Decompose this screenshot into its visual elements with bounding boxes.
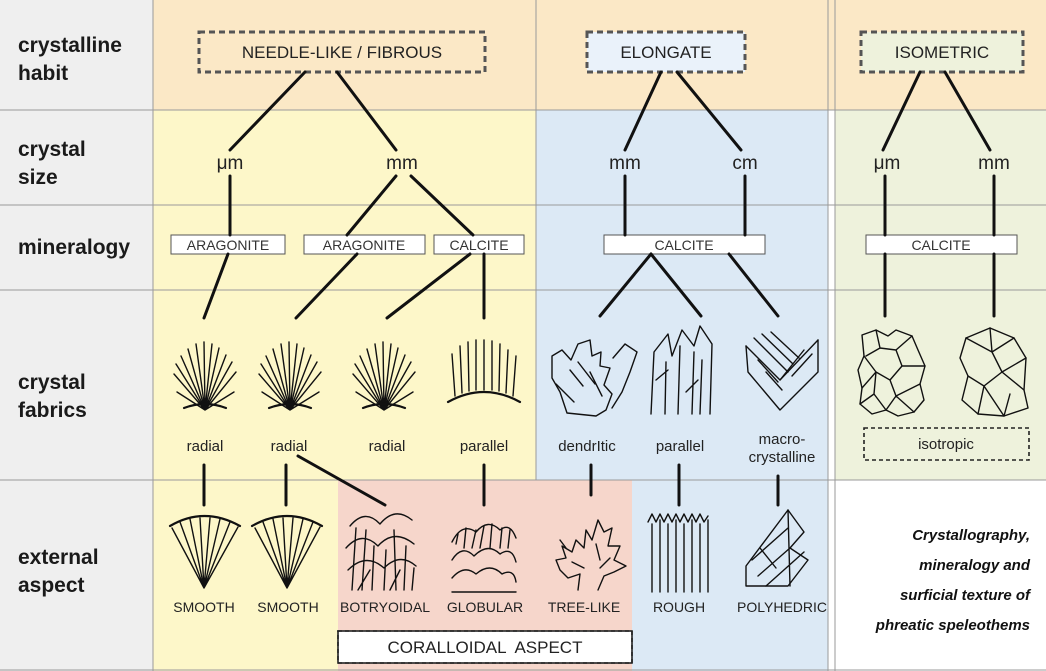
habit-needle-label: NEEDLE-LIKE / FIBROUS xyxy=(242,43,442,62)
size-needle-mm: mm xyxy=(386,153,418,174)
elongate-aspect-area xyxy=(632,480,828,671)
fabric-label-isotropic: isotropic xyxy=(918,436,974,453)
fabric-label-parallel-1: parallel xyxy=(460,438,508,455)
aspect-label-tree-like: TREE-LIKE xyxy=(548,599,620,615)
row-label-size-1: crystal xyxy=(18,138,86,161)
mineral-label-5: CALCITE xyxy=(911,237,970,253)
size-iso-mm: mm xyxy=(978,153,1010,174)
isometric-column xyxy=(835,110,1046,480)
aspect-label-botryoidal: BOTRYOIDAL xyxy=(340,599,430,615)
aspect-label-smooth-2: SMOOTH xyxy=(257,599,318,615)
coralloidal-label: CORALLOIDAL ASPECT xyxy=(388,638,583,657)
fabric-label-radial-1: radial xyxy=(187,438,224,455)
fabric-label-radial-2: radial xyxy=(271,438,308,455)
mineral-label-1: ARAGONITE xyxy=(187,237,269,253)
row-label-aspect-2: aspect xyxy=(18,574,85,597)
row-label-aspect-1: external xyxy=(18,546,99,569)
size-elongate-cm: cm xyxy=(732,153,757,174)
aspect-label-polyhedric: POLYHEDRIC xyxy=(737,599,827,615)
fabric-label-radial-3: radial xyxy=(369,438,406,455)
row-label-fabrics-1: crystal xyxy=(18,371,86,394)
row-label-fabrics-2: fabrics xyxy=(18,399,87,422)
aspect-label-smooth-1: SMOOTH xyxy=(173,599,234,615)
size-needle-um: μm xyxy=(217,153,244,174)
mineral-label-2: ARAGONITE xyxy=(323,237,405,253)
label-column xyxy=(0,0,153,671)
fabric-label-dendritic: dendrItic xyxy=(558,438,616,455)
row-label-habit-2: habit xyxy=(18,62,68,85)
size-elongate-mm: mm xyxy=(609,153,641,174)
aspect-label-globular: GLOBULAR xyxy=(447,599,523,615)
mineral-label-4: CALCITE xyxy=(654,237,713,253)
habit-isometric-label: ISOMETRIC xyxy=(895,43,989,62)
fabric-label-parallel-2: parallel xyxy=(656,438,704,455)
elongate-column xyxy=(536,110,828,480)
mineral-label-3: CALCITE xyxy=(449,237,508,253)
caption-line-1: Crystallography, xyxy=(912,527,1030,544)
caption-line-4: phreatic speleothems xyxy=(875,617,1030,634)
caption-line-2: mineralogy and xyxy=(919,557,1031,574)
aspect-label-rough: ROUGH xyxy=(653,599,705,615)
size-iso-um: μm xyxy=(874,153,901,174)
caption-line-3: surficial texture of xyxy=(900,587,1032,604)
row-label-mineralogy: mineralogy xyxy=(18,236,130,259)
habit-elongate-label: ELONGATE xyxy=(620,43,711,62)
row-label-habit-1: crystalline xyxy=(18,34,122,57)
caption-area xyxy=(835,480,1046,671)
fabric-label-macro-2: crystalline xyxy=(749,449,816,466)
row-label-size-2: size xyxy=(18,166,58,189)
fabric-label-macro-1: macro- xyxy=(759,431,806,448)
